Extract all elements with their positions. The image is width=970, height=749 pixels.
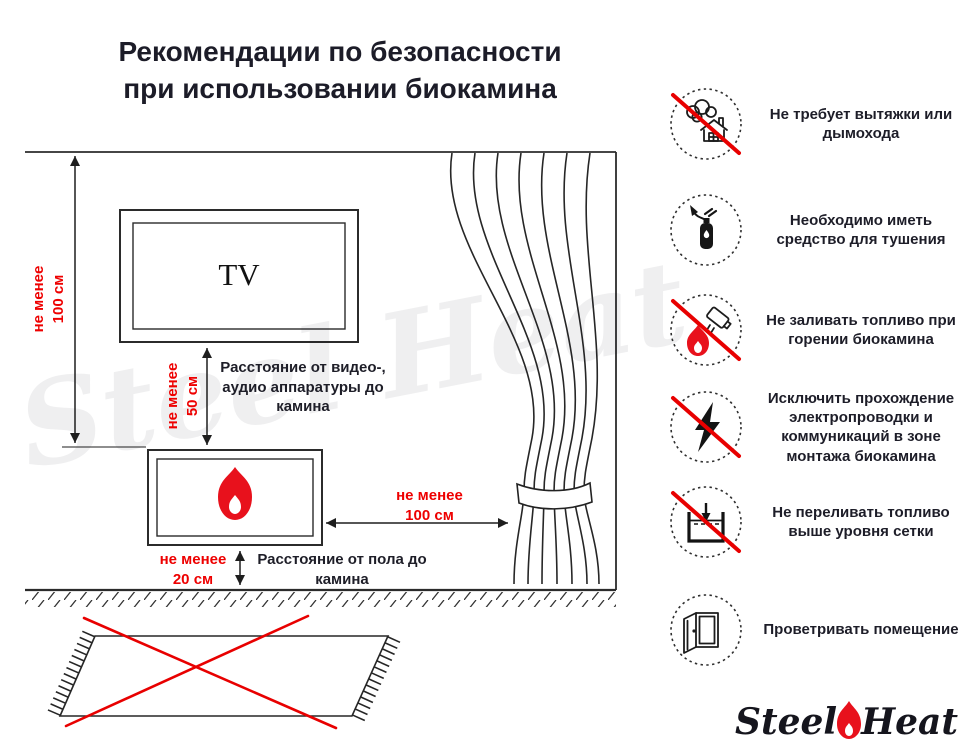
rule-no-wiring: Исключить прохождение электропроводки и … [668, 389, 964, 466]
no-refuel-icon [668, 292, 744, 368]
rule-extinguisher: Необходимо иметь средство для тушения [668, 192, 964, 268]
lightning-icon [668, 389, 744, 465]
equipment-distance-label: Расстояние от видео-, аудио аппаратуры д… [220, 359, 386, 415]
rule-text: Исключить прохождение электропроводки и … [767, 390, 955, 465]
dim-curtain-label: не менее 100 см [396, 487, 463, 524]
fireplace-flame-icon [218, 467, 252, 520]
steelheat-logo: Steel Heat [735, 699, 958, 743]
rule-no-refuel: Не заливать топливо при горении биокамин… [668, 292, 964, 368]
no-chimney-icon [668, 86, 744, 162]
rule-no-chimney: Не требует вытяжки или дымохода [668, 86, 964, 162]
curtain-tie [516, 481, 593, 510]
curtain [449, 152, 600, 585]
logo-flame-icon [834, 699, 864, 741]
floor-distance-label: Расстояние от пола до камина [257, 551, 427, 588]
dimension-arrows [62, 156, 508, 585]
rule-text: Не требует вытяжки или дымохода [769, 105, 953, 142]
rule-text: Не переливать топливо выше уровня сетки [772, 503, 950, 540]
page-title-line2: при использовании биокамина [123, 72, 557, 104]
rule-text: Проветривать помещение [763, 621, 959, 639]
open-window-icon [668, 592, 744, 668]
room-outline [25, 151, 617, 607]
tv-outline [119, 209, 359, 343]
logo-steel: Steel [735, 701, 838, 743]
rule-no-overfill: Не переливать топливо выше уровня сетки [668, 484, 964, 560]
carpet-fringe-right [352, 636, 401, 722]
logo-heat: Heat [861, 701, 958, 743]
fire-extinguisher-icon [668, 192, 744, 268]
carpet [47, 614, 401, 730]
rule-text: Не заливать топливо при горении биокамин… [766, 311, 956, 348]
fireplace-outline [147, 449, 323, 546]
carpet-fringe-left [47, 630, 95, 716]
dim-ceiling-label: не менее 100 см [30, 265, 67, 333]
rule-ventilate: Проветривать помещение [668, 592, 964, 668]
no-overfill-icon [668, 484, 744, 560]
page-title-line1: Рекомендации по безопасности [118, 36, 562, 67]
rule-text: Необходимо иметь средство для тушения [776, 211, 946, 248]
red-cross-icon [64, 614, 338, 730]
page-title: Рекомендации по безопасности при использ… [40, 34, 640, 108]
dim-floor-label: не менее 20 см [159, 551, 227, 588]
tv-label: TV [218, 257, 260, 292]
floor-hatch [25, 592, 616, 607]
dim-tv-gap-label: не менее 50 см [164, 362, 201, 430]
